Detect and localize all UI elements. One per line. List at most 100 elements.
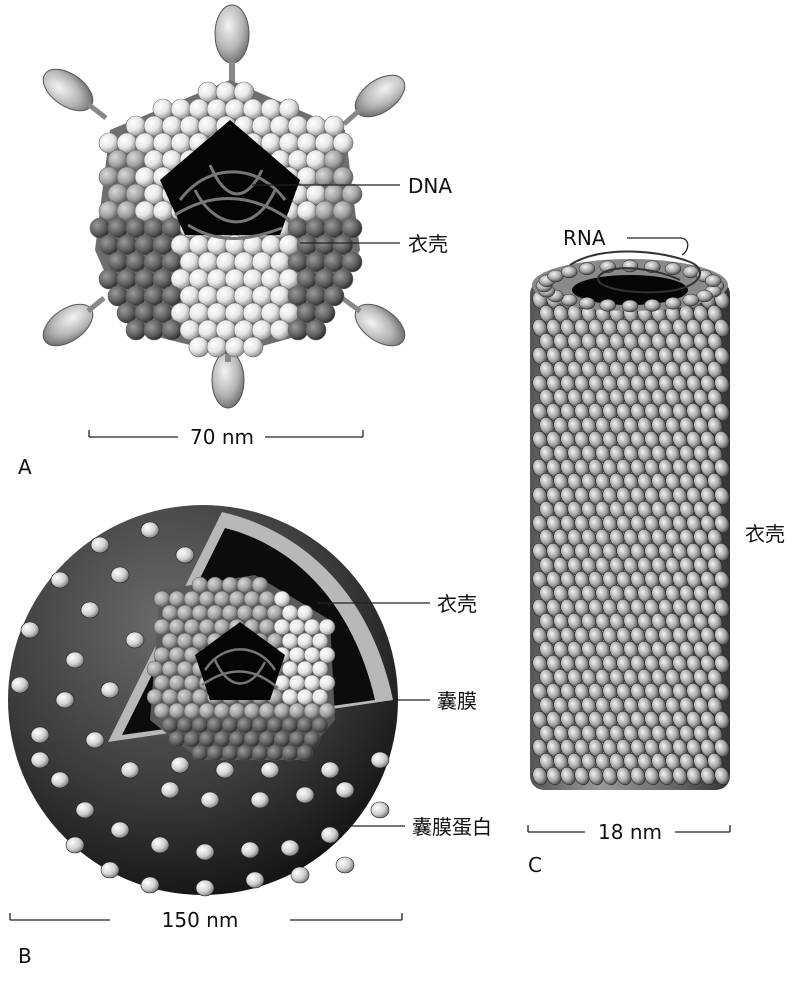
capsomere — [184, 731, 200, 747]
capsomere — [252, 717, 268, 733]
rim-capsomere — [644, 299, 660, 311]
envelope-protein-bump — [111, 822, 129, 838]
capsomere — [162, 661, 178, 677]
label-capsid-b: 衣壳 — [437, 592, 477, 616]
panel-b: 衣壳 囊膜 囊膜蛋白 150 nm B — [8, 505, 492, 968]
envelope-protein-bump — [101, 862, 119, 878]
capsomere — [207, 577, 223, 593]
capsomere — [237, 577, 253, 593]
capsomere — [214, 703, 230, 719]
capsomere — [259, 591, 275, 607]
capsomere — [192, 605, 208, 621]
capsomere — [192, 745, 208, 761]
label-rna: RNA — [563, 226, 606, 250]
capsomere — [199, 731, 215, 747]
capsomere — [252, 745, 268, 761]
capsomere — [270, 320, 290, 340]
capsomere — [154, 703, 170, 719]
capsomere — [147, 661, 163, 677]
capsomere — [169, 703, 185, 719]
envelope-protein-bump — [371, 802, 389, 818]
envelope-protein-bump — [51, 772, 69, 788]
capsomere — [192, 689, 208, 705]
rim-capsomere — [665, 263, 681, 275]
capsomere — [162, 689, 178, 705]
capsomere — [222, 577, 238, 593]
capsomere — [169, 675, 185, 691]
capsomere — [207, 745, 223, 761]
capsomere — [177, 717, 193, 733]
capsomere — [237, 745, 253, 761]
envelope-protein-bump — [171, 757, 189, 773]
envelope-protein-bump — [261, 762, 279, 778]
capsomere — [304, 619, 320, 635]
envelope-protein-bump — [151, 837, 169, 853]
helical-capsomeres — [530, 289, 731, 787]
envelope-protein-bump — [241, 842, 259, 858]
capsomere — [282, 605, 298, 621]
capsomere — [267, 745, 283, 761]
capsomere — [244, 591, 260, 607]
panel-letter-c: C — [528, 853, 542, 877]
envelope-protein-bump — [176, 547, 194, 563]
panel-a: DNA 衣壳 70 nm A — [18, 5, 452, 479]
envelope-protein-bump — [371, 752, 389, 768]
capsomere — [154, 591, 170, 607]
envelope-protein-bump — [216, 762, 234, 778]
scale-label-b: 150 nm — [162, 908, 239, 932]
capsomere — [244, 703, 260, 719]
envelope-protein-bump — [91, 537, 109, 553]
capsomere — [282, 633, 298, 649]
envelope-protein-bump — [291, 867, 309, 883]
capsomere — [252, 577, 268, 593]
label-envelope: 囊膜 — [437, 689, 477, 713]
capsomere — [319, 675, 335, 691]
envelope-protein-bump — [321, 827, 339, 843]
capsomere — [289, 619, 305, 635]
capsomere — [169, 731, 185, 747]
capsomere — [304, 647, 320, 663]
label-capsid-a: 衣壳 — [408, 232, 448, 256]
capsomere — [222, 745, 238, 761]
capsomere — [207, 717, 223, 733]
capsomere — [184, 675, 200, 691]
capsomere — [312, 661, 328, 677]
rim-capsomere — [705, 275, 721, 287]
capsomere — [274, 731, 290, 747]
capsomere — [289, 647, 305, 663]
envelope-protein-bump — [251, 792, 269, 808]
capsid-a — [90, 80, 362, 357]
capsomere — [274, 619, 290, 635]
capsomere — [154, 619, 170, 635]
capsomere — [126, 320, 146, 340]
capsomere — [184, 619, 200, 635]
capsomere — [169, 591, 185, 607]
envelope-protein-bump — [121, 762, 139, 778]
capsomere — [259, 619, 275, 635]
capsomere — [244, 731, 260, 747]
label-envelope-protein: 囊膜蛋白 — [412, 815, 492, 839]
capsomere — [154, 647, 170, 663]
capsomere — [177, 633, 193, 649]
capsomere — [229, 591, 245, 607]
rim-capsomere — [579, 263, 595, 275]
capsomere — [289, 675, 305, 691]
capsomere — [274, 591, 290, 607]
capsomere — [297, 605, 313, 621]
capsomere — [147, 689, 163, 705]
envelope-protein-bump — [76, 802, 94, 818]
envelope-protein-bump — [141, 877, 159, 893]
capsomere — [297, 689, 313, 705]
capsomere — [289, 731, 305, 747]
capsomere — [288, 320, 308, 340]
capsomere — [162, 717, 178, 733]
capsomere — [306, 320, 326, 340]
envelope-protein-bump — [201, 792, 219, 808]
rim-capsomere — [622, 300, 638, 312]
capsomere — [162, 633, 178, 649]
capsomere — [289, 703, 305, 719]
envelope-protein-bump — [111, 567, 129, 583]
capsomere — [177, 689, 193, 705]
capsomere — [225, 337, 245, 357]
